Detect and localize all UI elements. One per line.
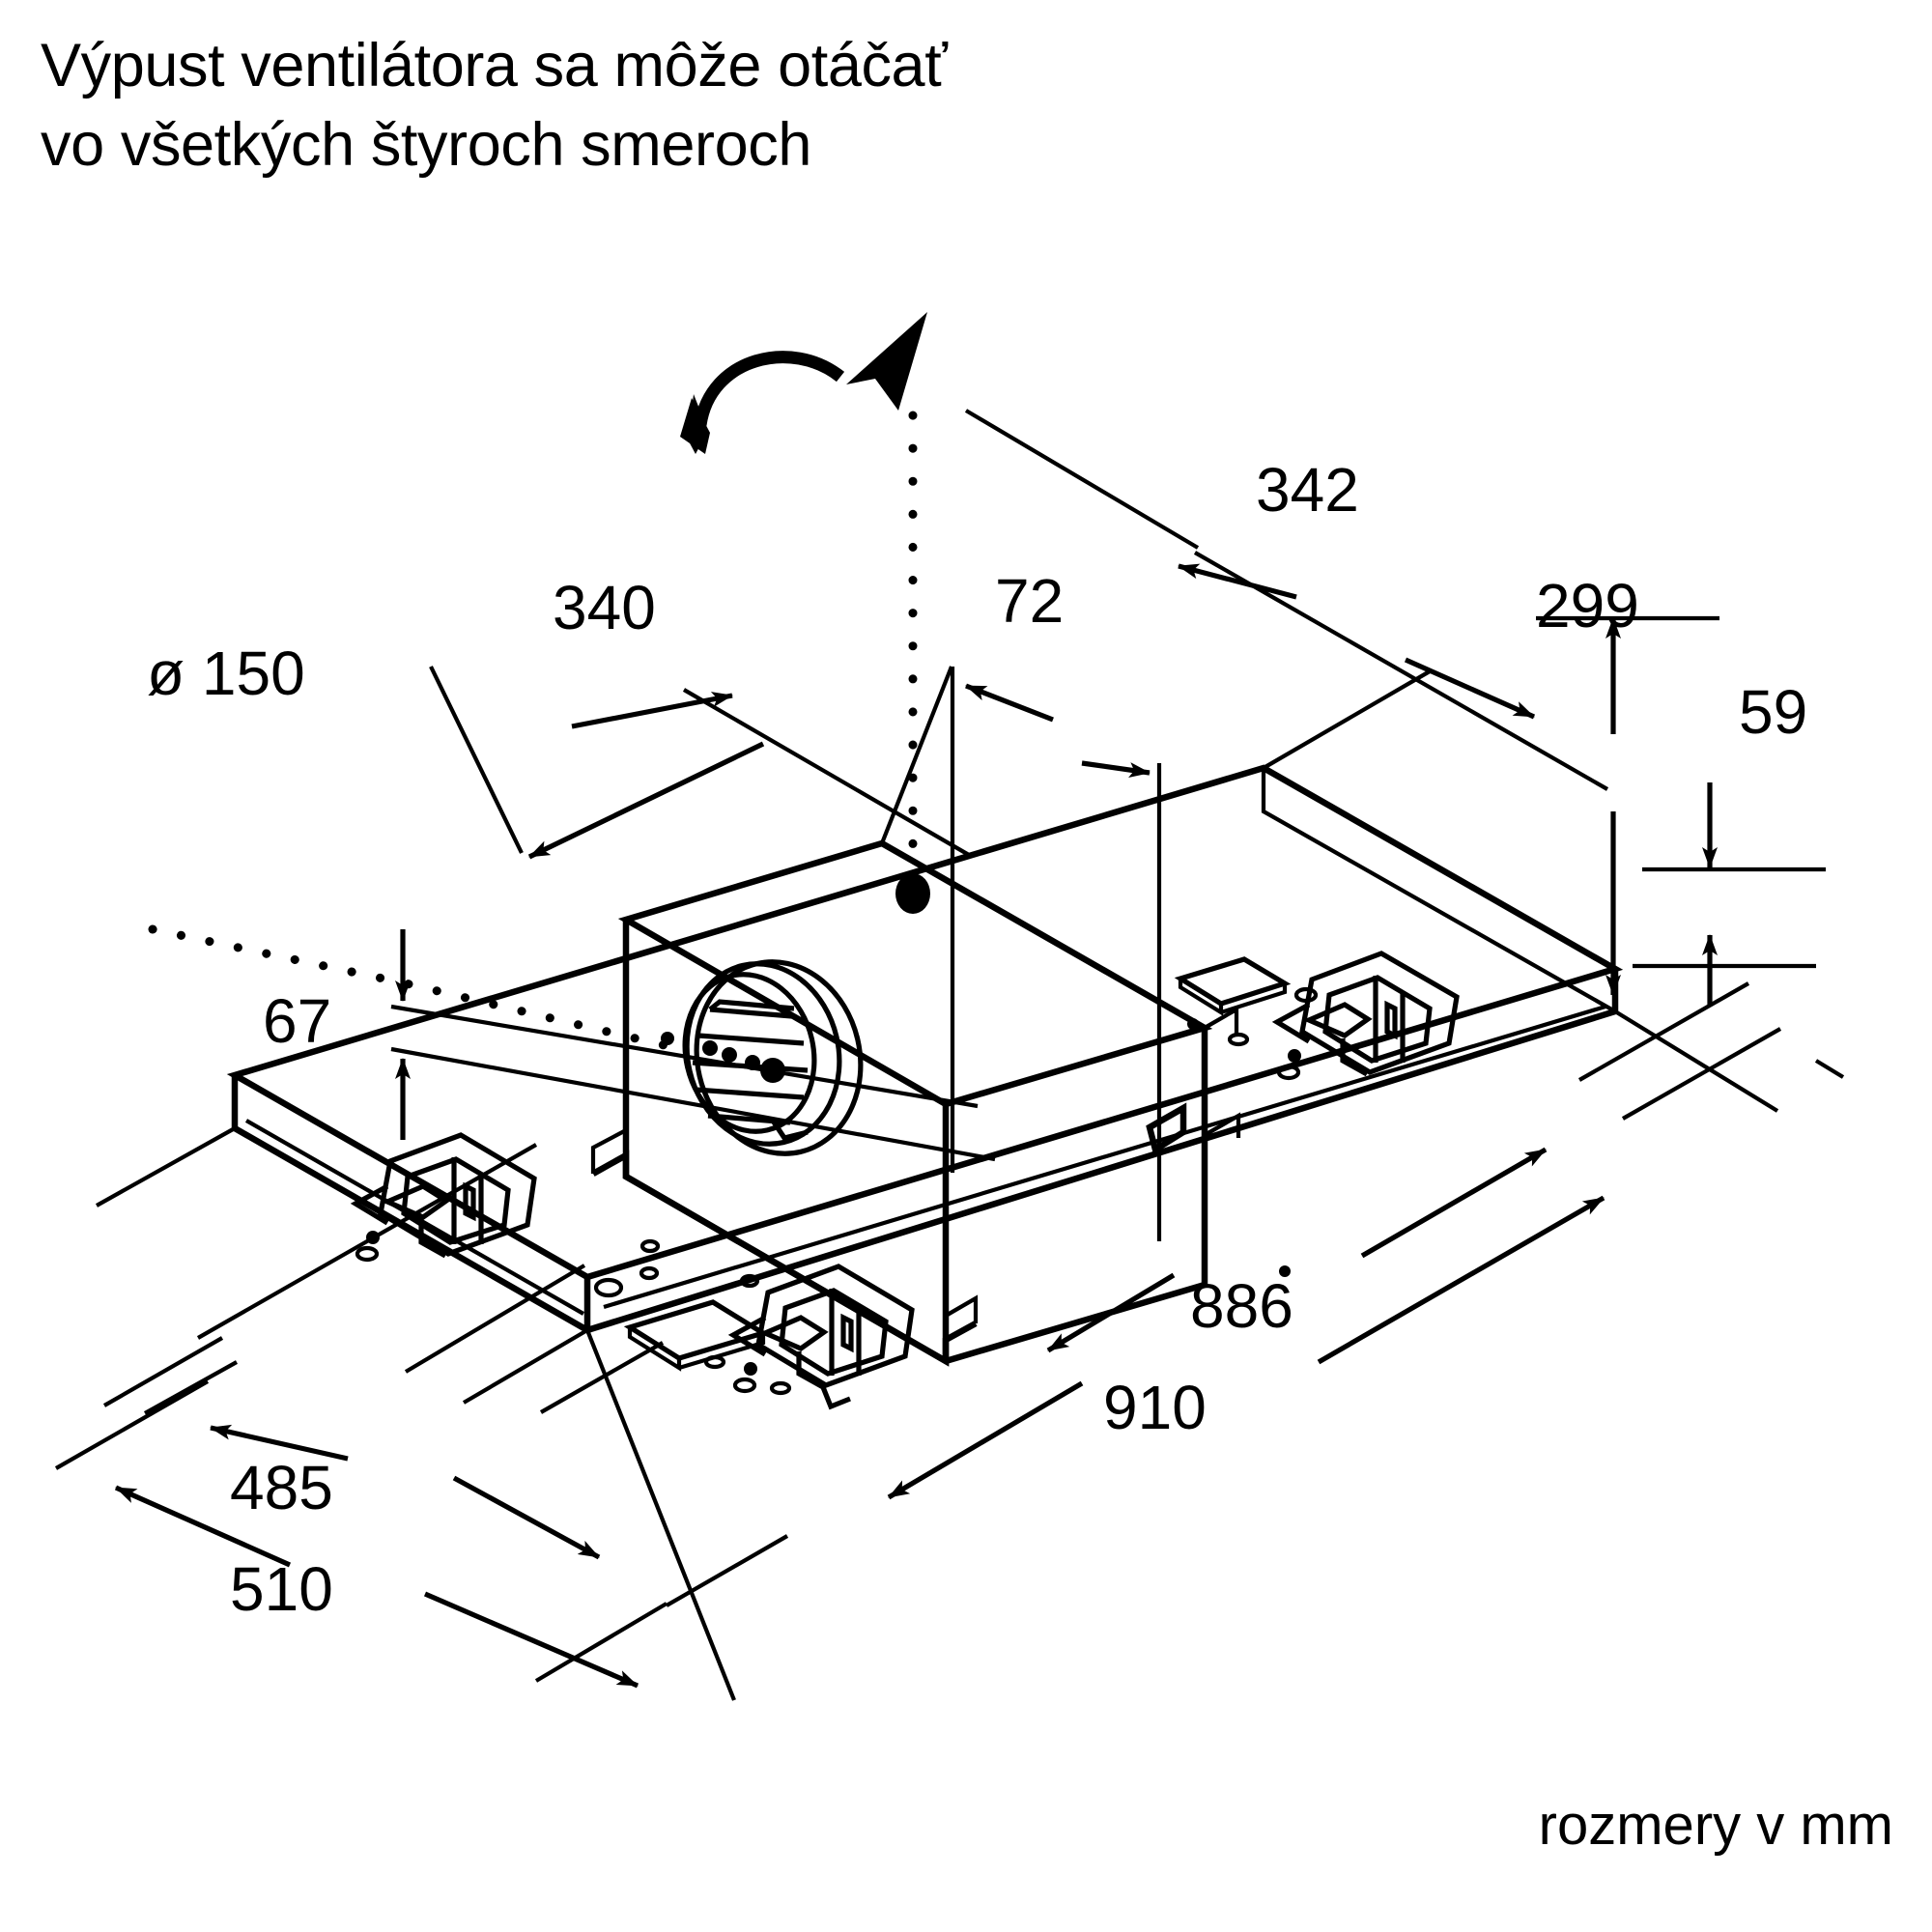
dim-label-72: 72 <box>995 566 1065 636</box>
dim-line-485 <box>102 1336 601 1560</box>
dim-line-510 <box>54 1143 668 1689</box>
dim-label-299: 299 <box>1536 571 1639 640</box>
dim-line-67 <box>390 929 996 1162</box>
dim-line-72 <box>950 667 1162 1241</box>
mounting-bracket-right <box>1271 951 1460 1081</box>
dim-line-910 <box>539 1059 1845 1607</box>
dim-label-485: 485 <box>230 1453 333 1522</box>
duct-leader-line <box>148 924 681 1053</box>
dim-label-342: 342 <box>1256 455 1359 525</box>
title-line-2: vo všetkých štyroch smeroch <box>41 110 811 179</box>
dim-label-886: 886 <box>1190 1271 1293 1341</box>
dim-label-510: 510 <box>230 1554 333 1624</box>
dim-line-299 <box>1536 615 1719 996</box>
dim-label-67: 67 <box>263 986 332 1056</box>
units-note: rozmery v mm <box>1538 1794 1893 1857</box>
dim-label-910: 910 <box>1103 1373 1207 1442</box>
duct-louvers <box>692 1007 809 1125</box>
dim-label-340: 340 <box>553 573 656 642</box>
rotation-indicator[interactable] <box>680 312 930 914</box>
title-line-1: Výpust ventilátora sa môže otáčať <box>41 32 948 99</box>
mounting-bracket-left <box>350 1132 537 1263</box>
dim-label-150: ø 150 <box>147 639 305 708</box>
rotation-pivot-dot <box>895 873 930 914</box>
duct-outlet <box>661 959 864 1156</box>
mounting-bracket-front <box>727 1264 915 1410</box>
dimension-guide-lines <box>95 666 1779 1701</box>
dim-line-59 <box>1633 782 1826 1005</box>
page-title: Výpust ventilátora sa môže otáčať vo vše… <box>41 27 948 185</box>
dim-line-342 <box>964 409 1609 791</box>
dim-label-59: 59 <box>1739 677 1808 747</box>
panel-surface-details <box>593 956 1292 1396</box>
dim-line-886 <box>1046 981 1782 1353</box>
dim-line-340 <box>429 666 971 860</box>
